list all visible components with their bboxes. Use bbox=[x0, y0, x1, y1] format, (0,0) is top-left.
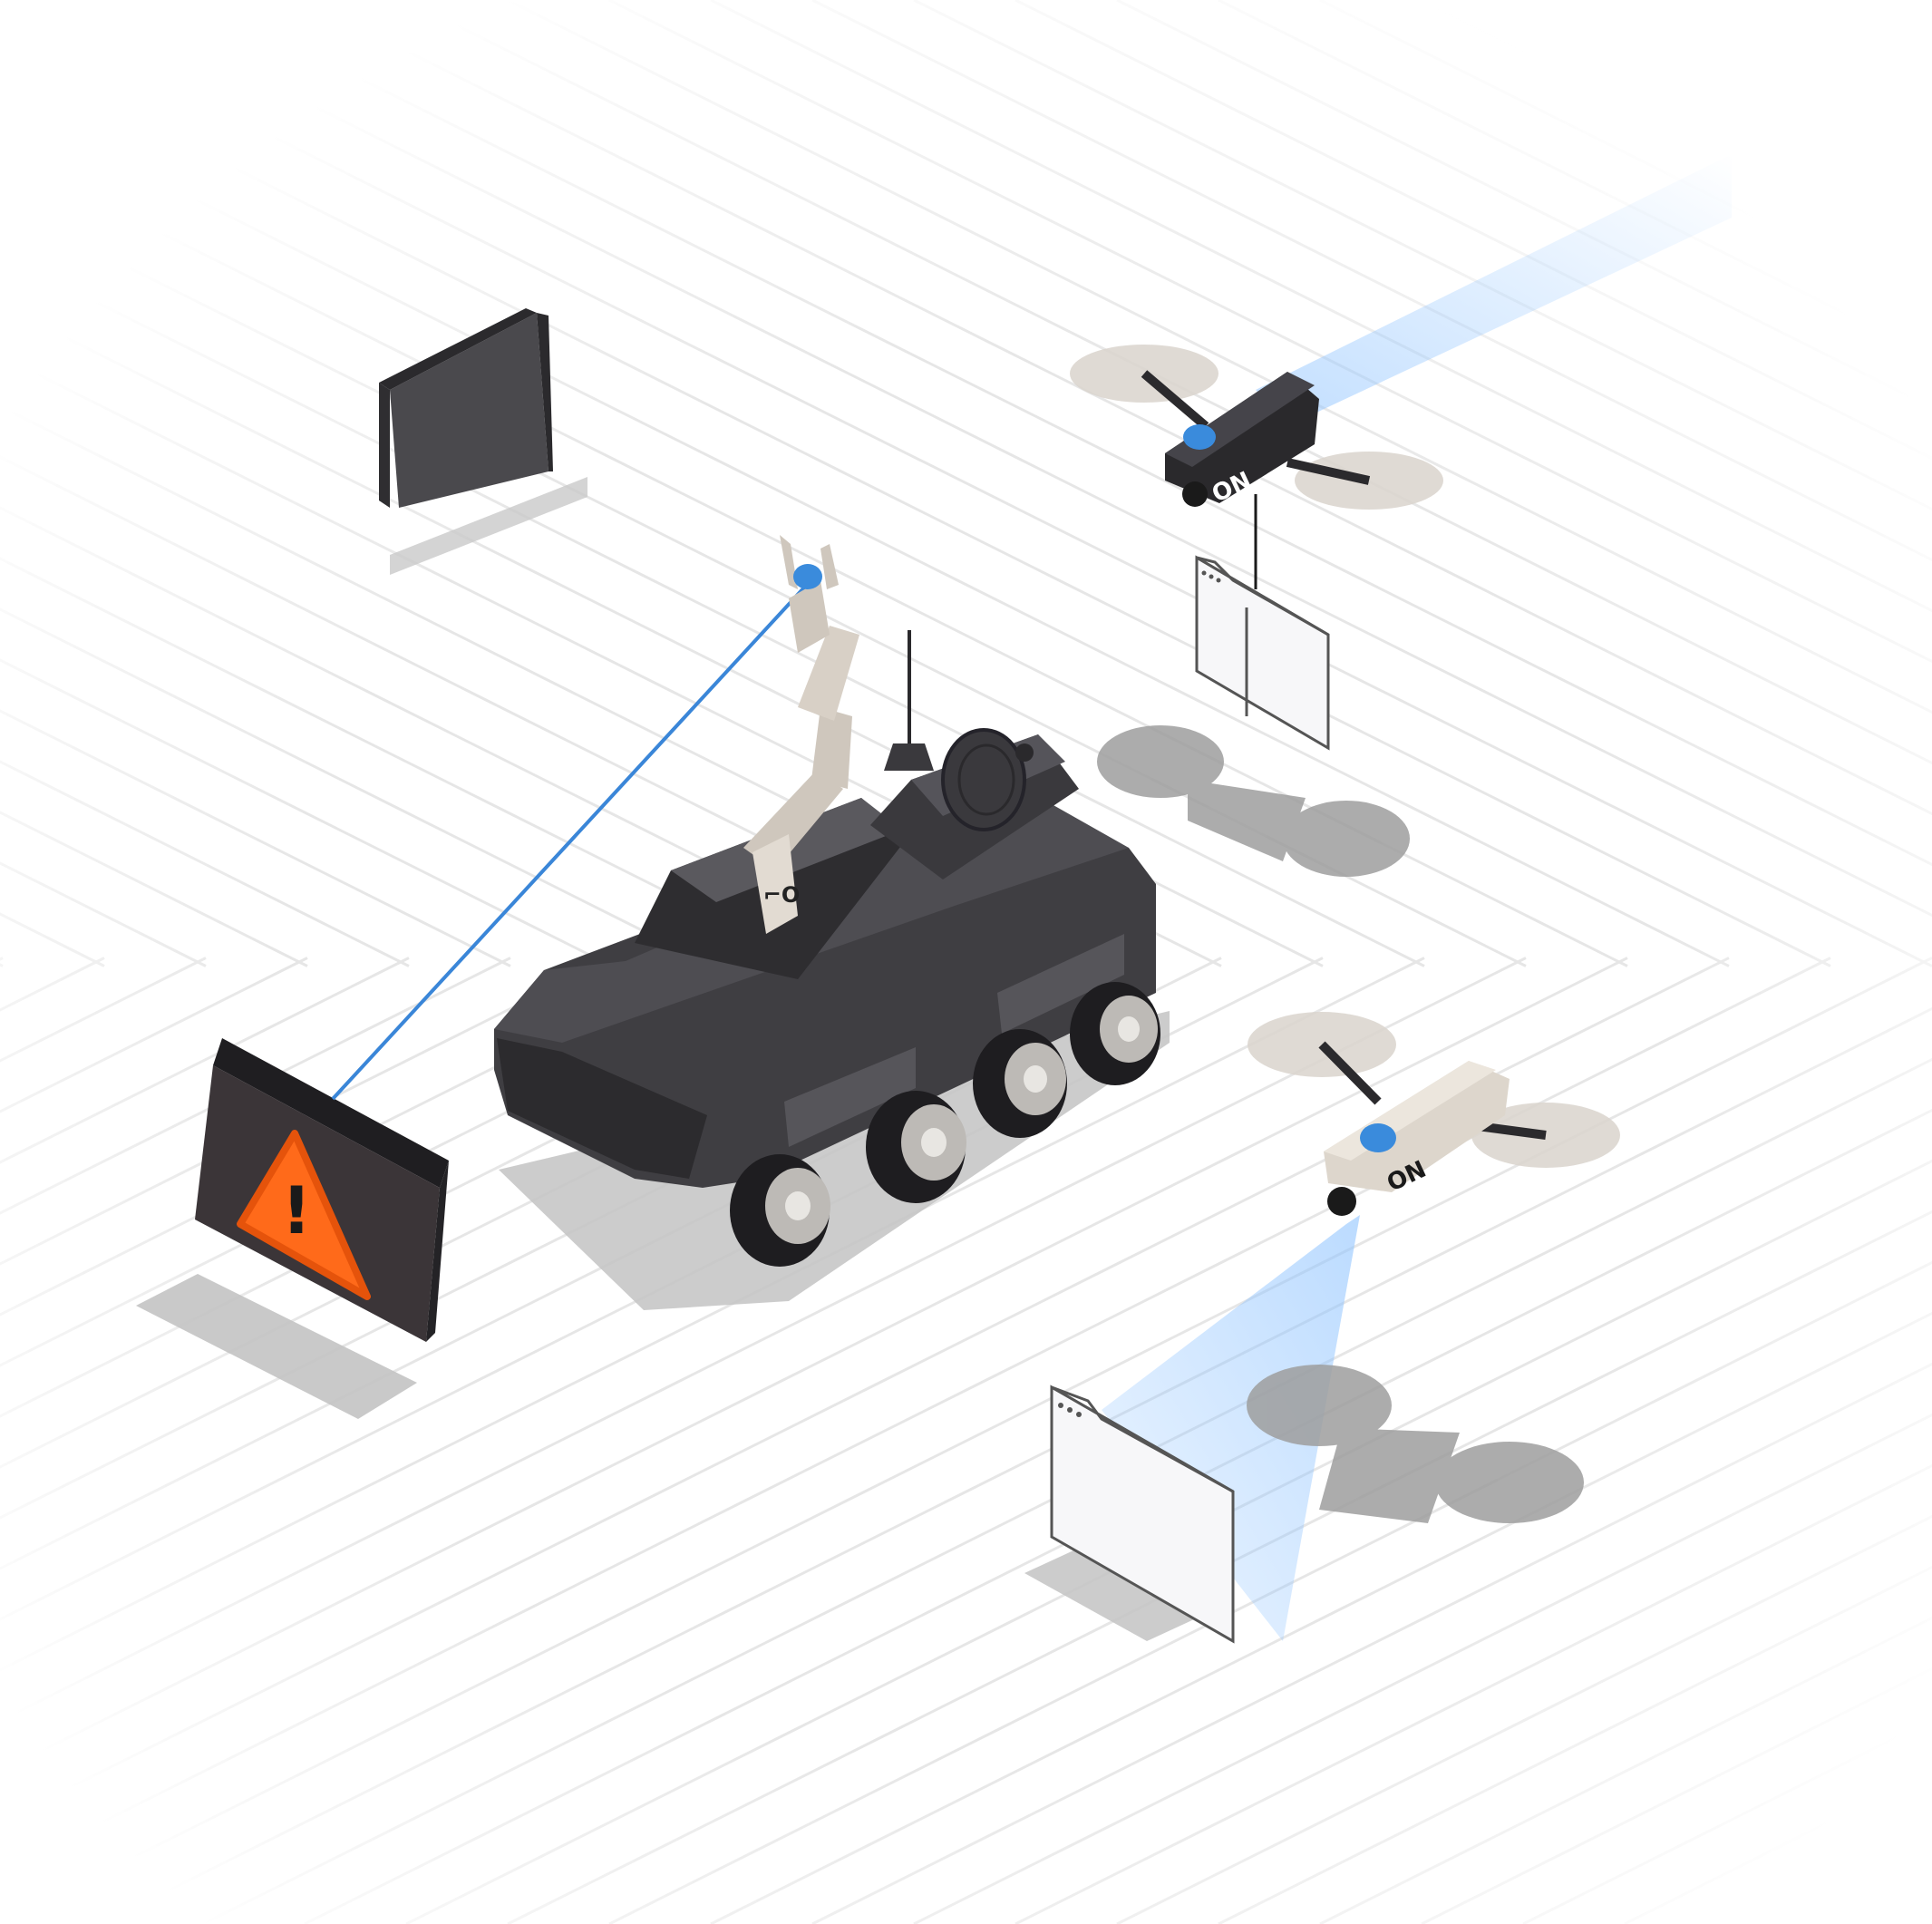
warning-symbol: ! bbox=[282, 1172, 312, 1249]
laser-line bbox=[331, 586, 806, 1101]
warning-triangle-icon bbox=[237, 1130, 371, 1300]
rover-front-grille bbox=[497, 1038, 707, 1179]
camera bbox=[1182, 481, 1208, 507]
rover-wheels bbox=[730, 982, 1160, 1267]
drone-dark-shadow bbox=[1097, 725, 1410, 877]
rover-side-skirt bbox=[784, 1047, 916, 1147]
drone-light: ON bbox=[1102, 1012, 1620, 1641]
arm-sensor bbox=[793, 564, 822, 589]
warning-sign-shadow bbox=[136, 1274, 417, 1419]
drone-light-shadow bbox=[1247, 1365, 1584, 1523]
browser-window-shadow bbox=[1024, 1546, 1206, 1641]
drone-sensor bbox=[1183, 424, 1216, 450]
blank-monitor bbox=[379, 308, 587, 575]
camera bbox=[1327, 1187, 1356, 1216]
arm-badge: ⌐O bbox=[763, 882, 801, 908]
robot-rover: ⌐O bbox=[494, 535, 1170, 1310]
gripper-finger bbox=[820, 544, 839, 589]
scan-beam bbox=[1256, 154, 1732, 426]
drone-sensor bbox=[1360, 1123, 1396, 1152]
scan-beam bbox=[1102, 1215, 1360, 1641]
browser-window-bottom bbox=[1024, 1385, 1235, 1644]
browser-window-top bbox=[1195, 555, 1330, 751]
blank-monitor-shadow bbox=[390, 477, 587, 575]
gripper-finger bbox=[780, 535, 798, 589]
drone-dark: ON bbox=[1070, 154, 1732, 877]
robotic-arm: ⌐O bbox=[743, 535, 859, 934]
blank-monitor-screen bbox=[390, 313, 549, 508]
drone-body bbox=[1324, 1061, 1510, 1192]
warning-sign: ! bbox=[136, 1038, 449, 1419]
